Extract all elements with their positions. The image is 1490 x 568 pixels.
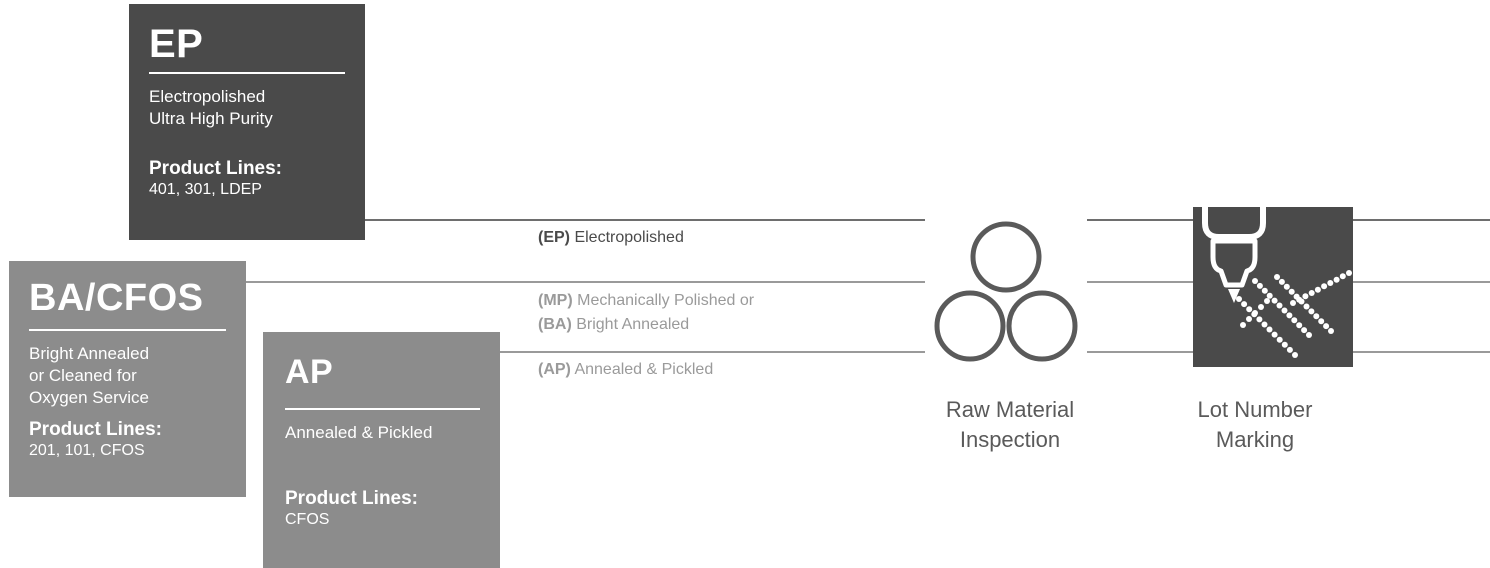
card-ba-code: BA/CFOS	[29, 277, 204, 319]
step-raw-line-2: Inspection	[959, 427, 1061, 452]
finish-label-mp: (MP) Mechanically Polished or	[538, 290, 754, 312]
laser-dot	[1306, 332, 1312, 338]
laser-dot	[1314, 286, 1321, 293]
finish-label-ba: (BA) Bright Annealed	[538, 314, 689, 336]
step-raw-line-1: Raw Material	[945, 397, 1075, 422]
card-ba-divider	[29, 329, 226, 331]
finish-ep-name: Electropolished	[574, 229, 684, 246]
laser-dot	[1276, 302, 1283, 309]
card-ap-desc-1: Annealed & Pickled	[285, 423, 433, 442]
finish-ep-abbr: (EP)	[538, 229, 570, 246]
card-ba-desc-2: or Cleaned for	[29, 366, 137, 385]
laser-dot	[1328, 328, 1334, 334]
laser-dot	[1246, 316, 1252, 322]
laser-dot	[1296, 296, 1303, 303]
step-raw-material-inspection: Raw Material Inspection	[900, 395, 1120, 455]
card-ep-desc-2: Ultra High Purity	[149, 109, 273, 128]
step-lot-line-1: Lot Number	[1197, 397, 1313, 422]
finish-mp-abbr: (MP)	[538, 292, 573, 309]
laser-dot	[1246, 306, 1253, 313]
laser-dot	[1256, 316, 1263, 323]
laser-dot	[1286, 312, 1293, 319]
laser-dot-marks	[1236, 270, 1352, 358]
laser-dot	[1323, 323, 1330, 330]
laser-dot	[1261, 287, 1268, 294]
finish-ap-abbr: (AP)	[538, 361, 571, 378]
card-ep-desc-1: Electropolished	[149, 87, 266, 106]
card-ap-divider	[285, 408, 480, 410]
laser-dot	[1274, 274, 1280, 280]
laser-dot	[1286, 346, 1293, 353]
laser-dot	[1296, 322, 1303, 329]
laser-dot	[1313, 313, 1320, 320]
laser-dot	[1281, 341, 1288, 348]
laser-dot	[1327, 280, 1334, 286]
laser-dot	[1301, 327, 1308, 334]
laser-dot	[1256, 282, 1263, 289]
laser-dot	[1303, 303, 1310, 310]
finish-label-ep: (EP) Electropolished	[538, 227, 684, 249]
laser-dot	[1308, 290, 1315, 296]
finish-mp-name: Mechanically Polished or	[577, 292, 755, 309]
laser-dot	[1266, 326, 1273, 333]
finish-ap-name: Annealed & Pickled	[574, 361, 714, 378]
card-ba-desc-1: Bright Annealed	[29, 344, 150, 363]
tubes-icon	[925, 212, 1087, 372]
laser-dot	[1252, 310, 1258, 316]
laser-dot	[1236, 296, 1242, 302]
laser-dot	[1240, 322, 1246, 328]
laser-dot	[1261, 321, 1268, 328]
card-ba-product-lines-label: Product Lines:	[29, 419, 163, 440]
process-line-ba	[246, 281, 1490, 283]
laser-dot	[1339, 273, 1346, 280]
card-ap-product-lines-label: Product Lines:	[285, 488, 419, 509]
finish-ba-abbr: (BA)	[538, 316, 572, 333]
laser-dot	[1283, 283, 1290, 290]
laser-dot	[1281, 307, 1288, 314]
laser-dot	[1241, 301, 1248, 308]
laser-dot	[1271, 297, 1278, 304]
card-ep-product-lines-label: Product Lines:	[149, 158, 283, 179]
laser-dot	[1288, 288, 1295, 295]
laser-dot	[1291, 317, 1298, 324]
card-ep-product-lines: 401, 301, LDEP	[149, 181, 262, 198]
card-ba-cfos: BA/CFOS Bright Annealed or Cleaned for O…	[9, 261, 246, 497]
step-lot-line-2: Marking	[1215, 427, 1295, 452]
card-ep-code: EP	[149, 22, 204, 66]
laser-dot	[1321, 283, 1328, 290]
card-ba-product-lines: 201, 101, CFOS	[29, 442, 145, 459]
finish-ba-name: Bright Annealed	[576, 316, 690, 333]
laser-marking-icon	[1193, 207, 1353, 367]
card-ap-code: AP	[285, 353, 334, 391]
step-lot-number-marking: Lot Number Marking	[1165, 395, 1345, 455]
laser-dot	[1333, 276, 1340, 283]
laser-dot	[1258, 304, 1264, 310]
laser-dot	[1290, 300, 1296, 306]
laser-dot	[1264, 298, 1270, 304]
card-ap-product-lines: CFOS	[285, 511, 330, 528]
laser-dot	[1276, 336, 1283, 343]
laser-dot	[1271, 331, 1278, 338]
card-ba-desc-3: Oxygen Service	[29, 388, 149, 407]
laser-dot	[1308, 308, 1315, 315]
laser-dot	[1292, 352, 1298, 358]
laser-dot	[1318, 318, 1325, 325]
card-ep-divider	[149, 72, 345, 74]
laser-dot	[1278, 278, 1285, 285]
finish-label-ap: (AP) Annealed & Pickled	[538, 359, 713, 381]
card-ep: EP Electropolished Ultra High Purity Pro…	[129, 4, 365, 240]
card-ap: AP Annealed & Pickled Product Lines: CFO…	[263, 332, 500, 568]
laser-dot	[1266, 292, 1273, 299]
laser-dot	[1346, 270, 1352, 276]
laser-dot	[1252, 278, 1258, 284]
laser-dot	[1302, 293, 1309, 300]
